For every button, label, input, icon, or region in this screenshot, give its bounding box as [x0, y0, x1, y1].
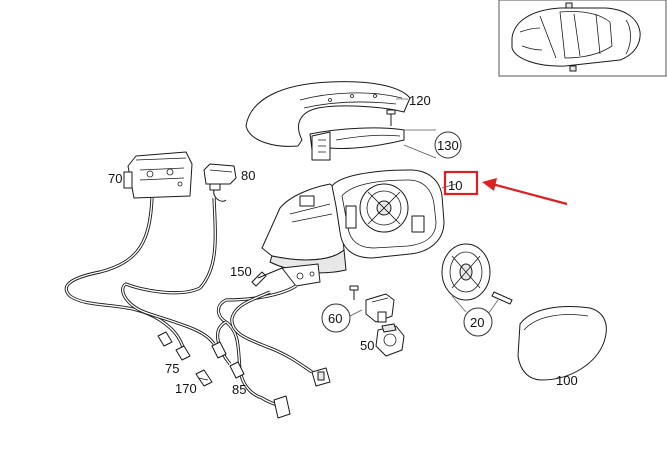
part-100-mirror-glass[interactable]: 100 — [517, 306, 607, 388]
label-80: 80 — [241, 168, 255, 183]
screw-icon — [386, 109, 396, 126]
wiring-harness — [64, 197, 313, 408]
label-150: 150 — [230, 264, 252, 279]
label-100: 100 — [556, 373, 578, 388]
mount-bracket — [281, 263, 321, 287]
callout-60 — [321, 303, 351, 333]
vehicle-thumbnail[interactable] — [498, 0, 667, 77]
part-60-clip[interactable]: 60 — [321, 285, 395, 333]
label-20: 20 — [470, 315, 484, 330]
part-75-connector[interactable]: 75 — [157, 331, 191, 376]
part-80-control-module[interactable]: 80 — [203, 163, 255, 202]
car-top-view-icon — [511, 2, 641, 72]
label-75: 75 — [165, 361, 179, 376]
part-120-mirror-cover[interactable]: 120 — [245, 81, 431, 147]
part-10-mirror-housing[interactable]: 10 — [261, 169, 462, 274]
connector-b — [311, 367, 331, 387]
part-50-actuator[interactable]: 50 — [360, 323, 405, 357]
part-130-turn-signal[interactable]: 130 — [309, 127, 462, 161]
label-70: 70 — [108, 171, 122, 186]
pointer-arrow-icon — [482, 178, 568, 206]
connector-c — [273, 395, 291, 419]
label-10: 10 — [448, 178, 462, 193]
part-170-connector[interactable]: 170 — [175, 369, 213, 396]
connector-a — [211, 341, 227, 359]
label-60: 60 — [328, 311, 342, 326]
label-50: 50 — [360, 338, 374, 353]
label-130: 130 — [437, 138, 459, 153]
highlight-box — [443, 170, 479, 196]
part-70-control-bracket[interactable]: 70 — [108, 151, 193, 199]
label-170: 170 — [175, 381, 197, 396]
part-20-adjuster[interactable]: 20 — [441, 243, 513, 337]
part-85-connector[interactable]: 85 — [229, 361, 246, 397]
label-120: 120 — [409, 93, 431, 108]
callout-130 — [434, 131, 462, 159]
label-85: 85 — [232, 382, 246, 397]
callout-20 — [463, 307, 493, 337]
part-150-screw[interactable]: 150 — [230, 264, 283, 287]
